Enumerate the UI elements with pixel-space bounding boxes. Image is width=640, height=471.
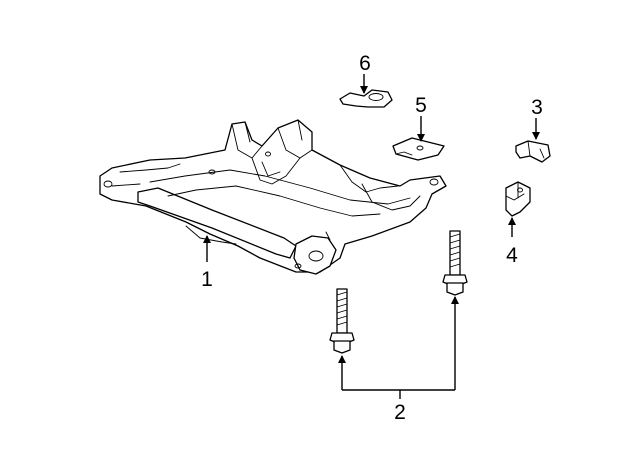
bolt-left (329, 288, 355, 354)
callout-3: 3 (531, 96, 543, 119)
callout-2: 2 (394, 401, 406, 424)
callout-5: 5 (415, 94, 427, 117)
callout-6: 6 (359, 52, 371, 75)
crossmember-part (99, 119, 447, 275)
bracket-part-4 (505, 181, 531, 217)
leader-lines (203, 74, 540, 399)
plate-part-5 (392, 137, 445, 161)
insulator-part-6 (339, 89, 393, 108)
bracket-part-3 (515, 140, 551, 163)
callout-labels: 6 5 3 4 1 2 (201, 52, 543, 424)
bolt-right (442, 230, 468, 296)
callout-4: 4 (506, 244, 518, 267)
callout-1: 1 (201, 268, 213, 291)
